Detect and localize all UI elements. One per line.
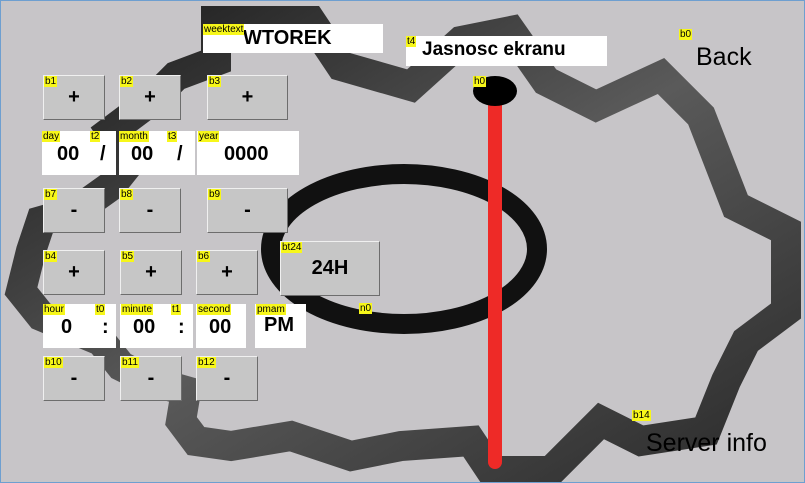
server-info-label: Server info — [646, 429, 767, 457]
brightness-slider[interactable]: h0 — [473, 76, 517, 476]
year-tag: year — [198, 131, 220, 142]
day-minus-label: - — [70, 199, 78, 221]
format-24h-label: 24H — [311, 257, 349, 279]
year-field: year 0000 — [197, 131, 299, 175]
minute-minus-tag: b11 — [121, 357, 139, 368]
brightness-label: Jasnosc ekranu — [422, 39, 566, 60]
ampm-field: pmam PM — [255, 304, 306, 348]
second-tag: second — [197, 304, 232, 315]
month-tag: month — [119, 131, 149, 142]
month-value: 00 — [131, 143, 154, 165]
month-field: month 00 t3 / — [119, 131, 195, 175]
date-sep1: / — [100, 143, 106, 165]
back-tag: b0 — [679, 29, 693, 40]
second-minus-button[interactable]: b12 - — [196, 356, 258, 401]
hour-minus-label: - — [70, 367, 78, 389]
minute-minus-label: - — [147, 367, 155, 389]
day-field: day 00 t2 / — [42, 131, 116, 175]
hour-value: 0 — [61, 316, 73, 338]
minute-value: 00 — [133, 316, 156, 338]
weekday-value: WTOREK — [243, 27, 332, 49]
day-minus-tag: b7 — [44, 189, 58, 200]
month-minus-tag: b8 — [120, 189, 134, 200]
year-plus-label: + — [241, 86, 254, 108]
year-plus-tag: b3 — [208, 76, 222, 87]
time-sep2: : — [178, 316, 185, 338]
day-tag: day — [42, 131, 61, 142]
month-plus-tag: b2 — [120, 76, 134, 87]
month-minus-label: - — [146, 199, 154, 221]
day-plus-tag: b1 — [44, 76, 58, 87]
date-sep1-tag: t2 — [90, 131, 101, 142]
weekday-tag: weektext — [203, 24, 245, 35]
hour-plus-tag: b4 — [44, 251, 58, 262]
year-value: 0000 — [224, 143, 269, 165]
day-value: 00 — [57, 143, 80, 165]
hour-plus-label: + — [68, 261, 80, 283]
hour-minus-button[interactable]: b10 - — [43, 356, 105, 401]
year-minus-label: - — [244, 199, 251, 221]
second-minus-tag: b12 — [197, 357, 216, 368]
minute-field: minute 00 t1 : — [120, 304, 193, 348]
day-plus-label: + — [68, 86, 80, 108]
ampm-tag: pmam — [256, 304, 286, 315]
time-sep1-tag: t0 — [95, 304, 106, 315]
server-info-tag: b14 — [632, 410, 651, 421]
brightness-label-box: t4 Jasnosc ekranu — [406, 36, 607, 66]
hour-minus-tag: b10 — [44, 357, 63, 368]
date-sep2: / — [177, 143, 183, 165]
day-minus-button[interactable]: b7 - — [43, 188, 105, 233]
time-sep2-tag: t1 — [171, 304, 182, 315]
format-24h-tag: bt24 — [281, 242, 303, 253]
weekday-display: weektext WTOREK — [203, 24, 383, 53]
year-plus-button[interactable]: b3 + — [207, 75, 288, 120]
date-sep2-tag: t3 — [167, 131, 178, 142]
brightness-slider-tag: h0 — [473, 76, 487, 87]
back-button[interactable]: b0 Back — [679, 29, 779, 74]
time-sep1: : — [102, 316, 109, 338]
back-label: Back — [696, 43, 752, 71]
minute-plus-button[interactable]: b5 + — [120, 250, 182, 295]
second-plus-tag: b6 — [197, 251, 211, 262]
minute-plus-label: + — [145, 261, 157, 283]
hour-tag: hour — [43, 304, 66, 315]
month-plus-button[interactable]: b2 + — [119, 75, 181, 120]
year-minus-tag: b9 — [208, 189, 222, 200]
second-value: 00 — [209, 316, 232, 338]
server-info-button[interactable]: b14 Server info — [631, 409, 796, 464]
second-field: second 00 — [196, 304, 246, 348]
day-plus-button[interactable]: b1 + — [43, 75, 105, 120]
hour-plus-button[interactable]: b4 + — [43, 250, 105, 295]
minute-tag: minute — [121, 304, 154, 315]
month-plus-label: + — [144, 86, 156, 108]
format-24h-button[interactable]: bt24 24H — [280, 241, 380, 296]
hour-field: hour 0 t0 : — [43, 304, 116, 348]
n0-tag: n0 — [359, 303, 373, 314]
second-plus-label: + — [221, 261, 233, 283]
brightness-slider-track[interactable] — [488, 96, 502, 469]
brightness-label-tag: t4 — [406, 36, 417, 47]
second-minus-label: - — [223, 367, 231, 389]
ampm-value: PM — [264, 314, 294, 336]
minute-plus-tag: b5 — [121, 251, 135, 262]
month-minus-button[interactable]: b8 - — [119, 188, 181, 233]
minute-minus-button[interactable]: b11 - — [120, 356, 182, 401]
year-minus-button[interactable]: b9 - — [207, 188, 288, 233]
second-plus-button[interactable]: b6 + — [196, 250, 258, 295]
